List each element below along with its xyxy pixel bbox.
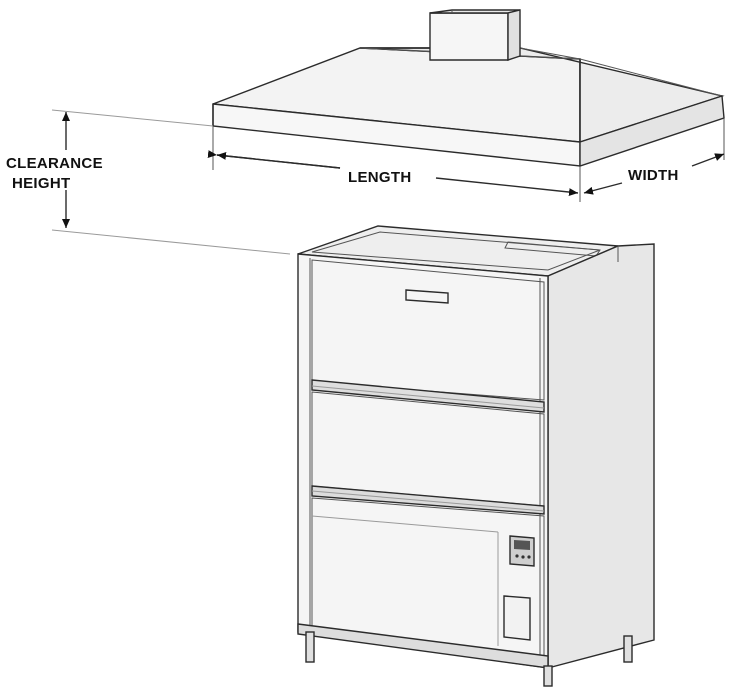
- width-label: WIDTH: [628, 167, 679, 184]
- clearance-ref-top: [51, 109, 214, 127]
- width-dimension: WIDTH: [583, 118, 725, 195]
- duct-front: [429, 12, 509, 61]
- cabinet-legs: [305, 631, 633, 687]
- control-button-1: [515, 554, 519, 558]
- cabinet: [297, 225, 655, 669]
- length-arrow-right: [435, 177, 579, 197]
- clearance-height-dimension: CLEARANCE HEIGHT: [6, 109, 291, 255]
- middle-rail: [311, 485, 545, 515]
- length-label: LENGTH: [348, 169, 411, 186]
- width-arrow-left: [583, 182, 623, 195]
- access-hatch: [503, 595, 531, 641]
- leg-back-right: [623, 635, 633, 663]
- leg-front-left: [305, 631, 315, 663]
- control-display: [514, 540, 530, 550]
- width-arrow-right: [691, 153, 725, 167]
- clearance-ref-bottom: [51, 229, 291, 255]
- length-arrow-left-head: [216, 151, 341, 169]
- control-button-2: [521, 555, 525, 559]
- hood-ridge-side: [519, 47, 581, 60]
- length-dimension: LENGTH: [207, 126, 581, 202]
- cabinet-side-panel: [547, 243, 655, 669]
- exhaust-hood: [212, 47, 725, 167]
- control-button-3: [527, 555, 531, 559]
- clearance-label-line2: HEIGHT: [12, 175, 70, 192]
- upper-rail-highlight: [311, 385, 545, 409]
- upper-door-handle-rail: [311, 379, 545, 413]
- duct-side: [507, 9, 521, 61]
- duct-top: [429, 9, 521, 14]
- middle-rail-highlight: [311, 490, 545, 512]
- hood-side-edge: [579, 58, 723, 97]
- lower-panel-line: [311, 515, 499, 533]
- hood-duct: [429, 9, 521, 61]
- upper-door: [311, 259, 545, 401]
- leg-front-right: [543, 665, 553, 687]
- clearance-label-line1: CLEARANCE: [6, 155, 103, 172]
- brand-plate-logo: [405, 289, 449, 304]
